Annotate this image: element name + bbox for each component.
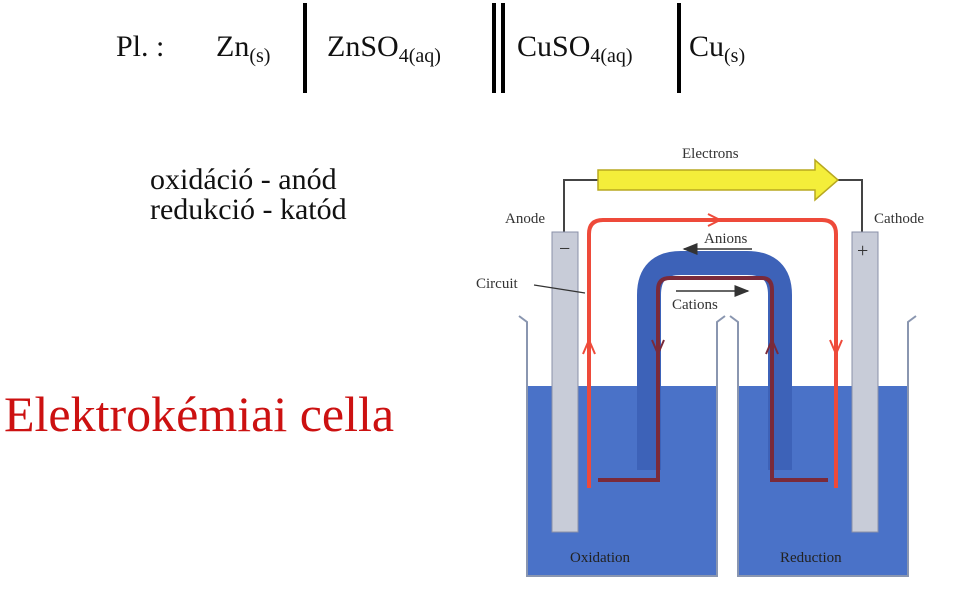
anode-solution: ZnSO4(aq) bbox=[327, 30, 441, 67]
notation-prefix: Pl. : bbox=[116, 30, 165, 63]
cations-label: Cations bbox=[672, 297, 718, 313]
galvanic-cell-diagram: Electrons − + Anions Cations Anode Catho… bbox=[476, 146, 924, 577]
circuit-label: Circuit bbox=[476, 276, 518, 292]
anode-electrode bbox=[551, 231, 579, 533]
note-oxidation-anode: oxidáció - anód bbox=[150, 163, 337, 196]
note-reduction-cathode: redukció - katód bbox=[150, 193, 347, 226]
red-arrow-up bbox=[582, 337, 596, 355]
cathode-solution: CuSO4(aq) bbox=[517, 30, 633, 67]
phase-boundary-1 bbox=[303, 3, 307, 93]
circuit-pointer bbox=[533, 284, 586, 294]
cathode-beaker bbox=[729, 315, 917, 577]
minus-sign: − bbox=[559, 238, 570, 260]
salt-bridge-line-2 bbox=[501, 3, 505, 93]
anode-beaker bbox=[518, 315, 726, 577]
current-loop-red bbox=[587, 218, 838, 488]
red-arrow-down bbox=[829, 339, 843, 357]
salt-bridge-line-1 bbox=[492, 3, 496, 93]
ion-loop-dark bbox=[598, 276, 828, 482]
cell-notation: Pl. : Zn(s) ZnSO4(aq) CuSO4(aq) Cu(s) bbox=[0, 0, 960, 100]
cathode-metal: Cu(s) bbox=[689, 30, 746, 67]
slide-title: Elektrokémiai cella bbox=[4, 386, 395, 442]
dark-arrow-up bbox=[765, 337, 779, 355]
cathode-electrode bbox=[851, 231, 879, 533]
dark-arrow-down bbox=[651, 339, 665, 357]
plus-sign: + bbox=[857, 240, 868, 262]
electrode-notes: oxidáció - anód redukció - katód bbox=[150, 165, 347, 225]
anode-label: Anode bbox=[505, 211, 545, 227]
anode-metal: Zn(s) bbox=[216, 30, 271, 67]
electrons-label: Electrons bbox=[682, 146, 739, 162]
reduction-label: Reduction bbox=[780, 550, 842, 566]
anions-label: Anions bbox=[704, 231, 748, 247]
cathode-label: Cathode bbox=[874, 211, 924, 227]
salt-bridge bbox=[637, 251, 792, 470]
phase-boundary-2 bbox=[677, 3, 681, 93]
electron-arrow bbox=[597, 158, 840, 202]
red-arrow-right bbox=[707, 213, 723, 227]
oxidation-label: Oxidation bbox=[570, 550, 630, 566]
